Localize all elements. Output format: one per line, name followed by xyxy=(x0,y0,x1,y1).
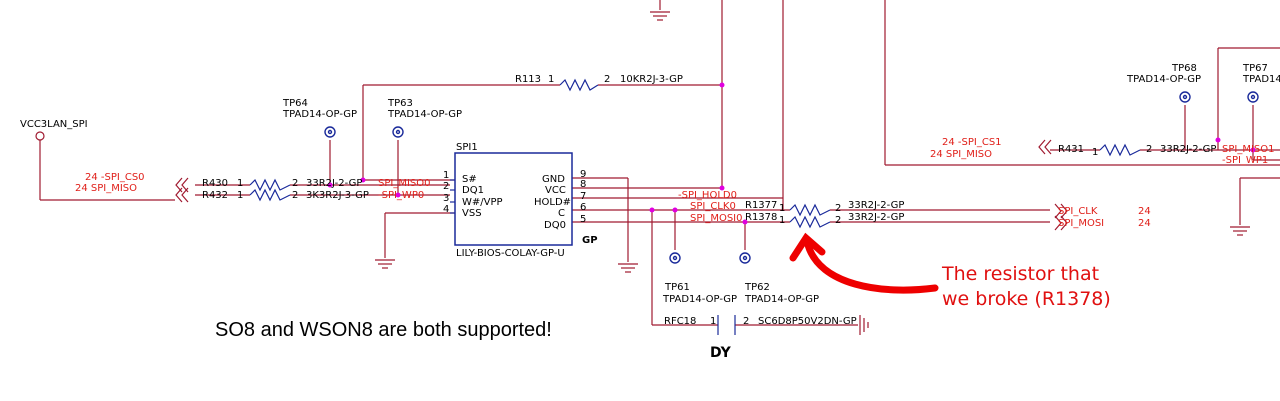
pin-vss: VSS xyxy=(462,208,482,219)
vcc-label: VCC3LAN_SPI xyxy=(20,119,88,130)
r430-pin1: 1 xyxy=(237,178,243,189)
pn5: 5 xyxy=(580,214,586,225)
pin-dq1: DQ1 xyxy=(462,185,484,196)
tp67-label: TP67 xyxy=(1242,63,1268,74)
r1378-value: 33R2J-2-GP xyxy=(848,212,904,223)
r431-ref: R431 xyxy=(1058,144,1084,155)
annotation-line-1: The resistor that xyxy=(941,263,1099,285)
r432-pin2: 2 xyxy=(292,190,298,201)
labels: VCC3LAN_SPI TP64 TPAD14-OP-GP TP63 TPAD1… xyxy=(20,63,1280,361)
out-mosi-num: 24 xyxy=(1138,218,1151,229)
rfc18-value: SC6D8P50V2DN-GP xyxy=(758,316,857,327)
out-clk: SPI_CLK xyxy=(1058,206,1098,217)
tp62-label: TP62 xyxy=(744,282,770,293)
net-wp1: -SPI_WP1 xyxy=(1222,155,1268,166)
ground-symbols xyxy=(375,11,1250,335)
tp61-part: TPAD14-OP-GP xyxy=(662,294,737,305)
net-wp0: -SPI_WP0 xyxy=(378,190,424,201)
tp61-label: TP61 xyxy=(664,282,690,293)
ic-part: LILY-BIOS-COLAY-GP-U xyxy=(456,248,565,259)
vcc-symbol xyxy=(35,131,45,141)
gp-label: GP xyxy=(582,235,598,246)
net-mosi0: SPI_MOSI0 xyxy=(690,213,743,224)
left-miso-label: 24 SPI_MISO xyxy=(75,183,137,194)
net-hold0: -SPI_HOLD0 xyxy=(678,190,737,201)
right-miso-label: 24 SPI_MISO xyxy=(930,149,992,160)
test-pads xyxy=(324,91,1259,264)
pn9: 9 xyxy=(580,169,586,180)
r1378-pin2: 2 xyxy=(835,215,841,226)
annotation-line-2: we broke (R1378) xyxy=(942,288,1111,310)
r113-pin2: 2 xyxy=(604,74,610,85)
tp64-label: TP64 xyxy=(282,98,308,109)
ic-pins xyxy=(450,179,455,214)
tp64-part: TPAD14-OP-GP xyxy=(282,109,357,120)
ic-ref: SPI1 xyxy=(456,142,478,153)
right-cs1-label: 24 -SPI_CS1 xyxy=(942,137,1002,148)
net-miso0: SPI_MISO0 xyxy=(378,178,431,189)
r432-ref: R432 xyxy=(202,190,228,201)
pn7: 7 xyxy=(580,191,586,202)
left-cs0-label: 24 -SPI_CS0 xyxy=(85,172,145,183)
annotation-arrow xyxy=(789,232,939,294)
tp62-part: TPAD14-OP-GP xyxy=(744,294,819,305)
tp63-part: TPAD14-OP-GP xyxy=(387,109,462,120)
pin-wvpp: W#/VPP xyxy=(462,197,503,208)
tp68-part: TPAD14-OP-GP xyxy=(1126,74,1201,85)
support-note: SO8 and WSON8 are both supported! xyxy=(215,319,552,341)
pn4: 4 xyxy=(443,204,449,215)
dy-label: DY xyxy=(710,345,732,361)
off-page-connectors xyxy=(175,139,1068,231)
pn2: 2 xyxy=(443,181,449,192)
r1377-ref: R1377 xyxy=(745,200,777,211)
r432-pin1: 1 xyxy=(237,190,243,201)
pn1: 1 xyxy=(443,170,449,181)
pin-s: S# xyxy=(462,174,477,185)
tp63-label: TP63 xyxy=(387,98,413,109)
pin-gnd: GND xyxy=(542,174,565,185)
net-clk0: SPI_CLK0 xyxy=(690,201,736,212)
r430-ref: R430 xyxy=(202,178,228,189)
pn3: 3 xyxy=(443,193,449,204)
r113-pin1: 1 xyxy=(548,74,554,85)
pn6: 6 xyxy=(580,202,586,213)
rfc18-ref: RFC18 xyxy=(664,316,696,327)
r1378-ref: R1378 xyxy=(745,212,777,223)
r1377-pin1: 1 xyxy=(779,203,785,214)
junctions xyxy=(327,82,1256,225)
pn8: 8 xyxy=(580,179,586,190)
r430-pin2: 2 xyxy=(292,178,298,189)
r431-pin1: 1 xyxy=(1092,147,1098,158)
r1377-pin2: 2 xyxy=(835,203,841,214)
out-mosi: SPI_MOSI xyxy=(1058,218,1104,229)
r432-value: 3K3R2J-3-GP xyxy=(306,190,369,201)
pin-vcc: VCC xyxy=(545,185,566,196)
r113-value: 10KR2J-3-GP xyxy=(620,74,683,85)
r1377-value: 33R2J-2-GP xyxy=(848,200,904,211)
r113-ref: R113 xyxy=(515,74,541,85)
pin-c: C xyxy=(558,208,565,219)
tp68-label: TP68 xyxy=(1171,63,1197,74)
rfc18-pin1: 1 xyxy=(710,316,716,327)
r431-value: 33R2J-2-GP xyxy=(1160,144,1216,155)
pin-dq0: DQ0 xyxy=(544,220,566,231)
r1378-pin1: 1 xyxy=(779,215,785,226)
net-miso1: SPI_MISO1 xyxy=(1222,144,1275,155)
pin-hold: HOLD# xyxy=(534,197,571,208)
tp67-part: TPAD14 xyxy=(1242,74,1280,85)
r431-pin2: 2 xyxy=(1146,144,1152,155)
spi-flash-ic xyxy=(454,152,573,246)
resistor-shapes xyxy=(249,78,1141,335)
r430-value: 33R2J-2-GP xyxy=(306,178,362,189)
out-clk-num: 24 xyxy=(1138,206,1151,217)
rfc18-pin2: 2 xyxy=(743,316,749,327)
